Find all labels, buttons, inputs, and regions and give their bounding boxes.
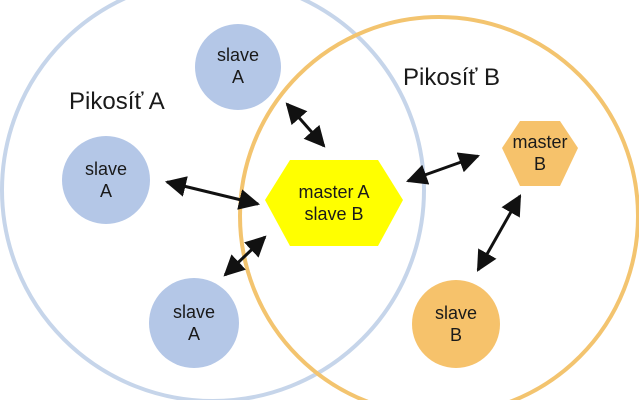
link-slave-a-top-bridge [285, 102, 326, 148]
slave-b-node [412, 280, 500, 368]
slave-a-top-line1: slave [216, 45, 260, 65]
slave-a-bottom-node [149, 278, 239, 368]
slave-a-middle-line1: slave [84, 159, 128, 179]
slave-a-bottom-label: slave A [173, 301, 215, 345]
slave-b-label: slave B [435, 302, 477, 346]
slave-b-line1: slave [434, 303, 478, 323]
slave-a-top-node [195, 24, 281, 110]
slave-a-top-label: slave A [217, 44, 259, 88]
link-slave-a-bottom-bridge [223, 235, 267, 277]
piconet-a-boundary [0, 0, 426, 400]
master-a-slave-b-label: master A slave B [298, 181, 369, 225]
slave-a-top-line2: A [231, 67, 244, 87]
master-b-label: master B [512, 131, 567, 175]
link-bridge-master-b [406, 152, 480, 185]
slave-b-line2: B [449, 325, 462, 345]
master-b-line2: B [533, 154, 547, 174]
slave-a-bottom-line2: A [187, 324, 200, 344]
piconet-b-label: Pikosíť B [403, 64, 501, 91]
piconet-b-boundary [238, 15, 639, 400]
link-master-b-slave-b [476, 194, 522, 272]
master-b-node [502, 121, 578, 186]
master-b-line1: master [512, 132, 568, 152]
master-a-slave-b-line2: slave B [304, 204, 364, 224]
link-slave-a-middle-bridge [164, 176, 261, 210]
slave-a-middle-line2: A [99, 181, 112, 201]
piconet-a-label: Pikosíť A [69, 88, 165, 115]
master-a-slave-b-node [265, 160, 403, 246]
slave-a-middle-label: slave A [85, 158, 127, 202]
slave-a-middle-node [62, 136, 150, 224]
master-a-slave-b-line1: master A [298, 182, 370, 202]
slave-a-bottom-line1: slave [172, 302, 216, 322]
